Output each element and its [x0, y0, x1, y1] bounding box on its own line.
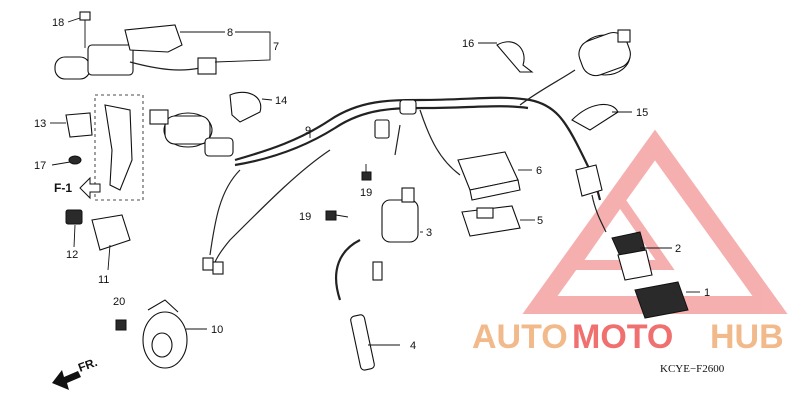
label-3: 3 — [426, 227, 432, 239]
ignition-coil-right — [578, 29, 631, 77]
bolts — [115, 164, 372, 331]
label-10: 10 — [211, 324, 223, 336]
watermark-word-3: HUB — [710, 318, 784, 356]
coil-left — [149, 109, 234, 157]
label-4: 4 — [410, 340, 416, 352]
label-13: 13 — [34, 118, 46, 130]
label-17: 17 — [34, 160, 46, 172]
ignition-coil-center — [335, 187, 419, 301]
label-19-left: 19 — [299, 211, 311, 223]
horn — [115, 299, 188, 369]
relay-2 — [611, 231, 653, 281]
watermark-word-1: AUTO — [472, 318, 568, 356]
label-5: 5 — [537, 215, 543, 227]
label-7: 7 — [273, 41, 279, 53]
diagram-code: KCYE−F2600 — [660, 363, 725, 375]
front-label: FR. — [76, 355, 99, 375]
ref-arrow-f1: F-1 — [54, 176, 101, 200]
watermark-text: AUTO MOTO HUB — [472, 318, 784, 356]
label-14: 14 — [275, 95, 287, 107]
starter-relay-1 — [634, 281, 689, 319]
part-labels: 18 8 7 13 17 12 11 20 10 14 9 19 19 3 4 … — [34, 17, 710, 352]
plug-connector-right — [575, 164, 607, 233]
front-arrow: FR. — [52, 355, 99, 390]
label-18: 18 — [52, 17, 64, 29]
label-6: 6 — [536, 165, 542, 177]
label-1: 1 — [704, 287, 710, 299]
bracket-assembly — [65, 94, 144, 201]
label-19-top: 19 — [360, 187, 372, 199]
label-11: 11 — [98, 274, 109, 286]
capacitor-assembly — [54, 11, 217, 80]
label-8: 8 — [227, 27, 233, 39]
watermark-word-2: MOTO — [572, 318, 673, 356]
relay-parts — [65, 209, 131, 251]
label-20: 20 — [113, 296, 125, 308]
plug-cap — [350, 314, 375, 371]
regulator — [461, 205, 521, 237]
label-15: 15 — [636, 107, 648, 119]
label-9: 9 — [305, 125, 311, 137]
leader-lines — [50, 17, 700, 346]
wire-harness — [202, 69, 602, 275]
label-12: 12 — [66, 249, 78, 261]
ref-label: F-1 — [54, 181, 72, 195]
watermark-logo — [522, 129, 788, 314]
label-16: 16 — [462, 38, 474, 50]
cdi-unit — [457, 151, 521, 201]
label-2: 2 — [675, 243, 681, 255]
